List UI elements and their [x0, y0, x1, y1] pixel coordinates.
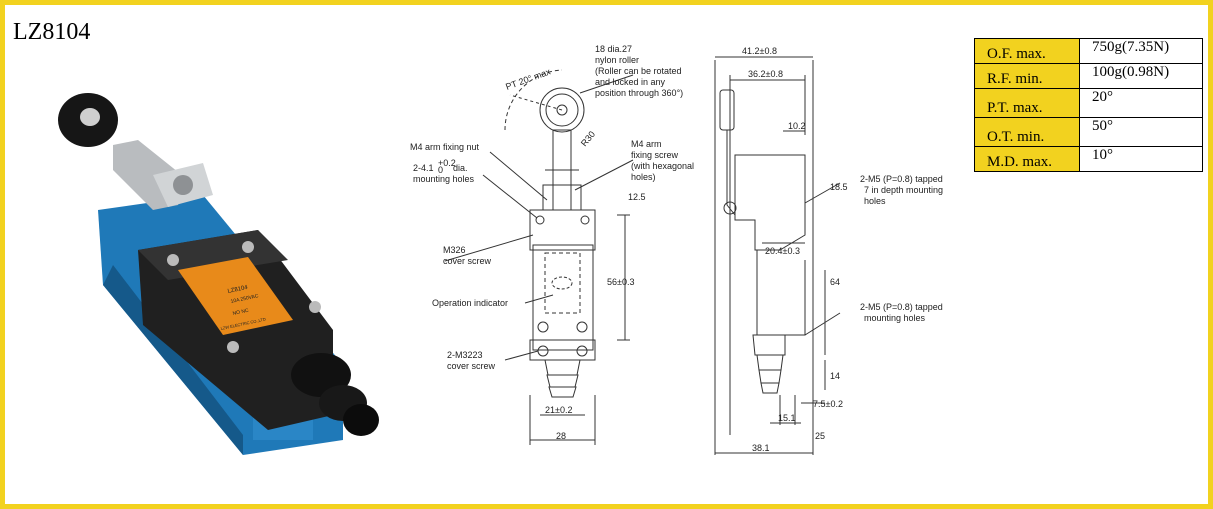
callout-m4-screw-1: M4 arm	[631, 139, 662, 149]
dim-10-2: 10.2	[788, 121, 806, 131]
callout-operation-indicator: Operation indicator	[432, 298, 508, 308]
callout-tol-1: +0.2	[438, 158, 456, 168]
spec-value: 20°	[1079, 88, 1203, 118]
spec-key: P.T. max.	[974, 88, 1080, 118]
callout-holes-1: 2-4.1	[413, 163, 434, 173]
plate-text-2: 10A 250VAC	[230, 293, 259, 305]
callout-m5-5: mounting holes	[864, 313, 926, 323]
spec-row: M.D. max.10°	[974, 146, 1203, 172]
callout-m5-3: holes	[864, 196, 886, 206]
callout-m4-nut: M4 arm fixing nut	[410, 142, 480, 152]
spec-row: P.T. max.20°	[974, 88, 1203, 118]
technical-drawing: 18 dia.27 nylon roller (Roller can be ro…	[410, 44, 943, 455]
callout-m4-screw-2: fixing screw	[631, 150, 679, 160]
dim-28: 28	[556, 431, 566, 441]
callout-holes-1b: dia.	[453, 163, 468, 173]
product-photo: LZ8104 10A 250VAC NO NC LZW ELECTRIC CO.…	[58, 93, 379, 455]
callout-pt: PT 20° max	[504, 66, 552, 92]
dim-25: 25	[815, 431, 825, 441]
spec-key: M.D. max.	[974, 146, 1080, 172]
dim-12-5: 12.5	[628, 192, 646, 202]
spec-value: 10°	[1079, 146, 1203, 172]
callout-roller-3: (Roller can be rotated	[595, 66, 682, 76]
dim-7-5: 7.5±0.2	[813, 399, 843, 409]
callout-m3223-1: 2-M3223	[447, 350, 483, 360]
callout-tol-2: 0	[438, 165, 443, 175]
spec-row: O.F. max.750g(7.35N)	[974, 38, 1203, 64]
dim-15-1: 15.1	[778, 413, 796, 423]
model-title: LZ8104	[13, 19, 91, 45]
spec-table: O.F. max.750g(7.35N) R.F. min.100g(0.98N…	[974, 38, 1203, 172]
callout-roller-2: nylon roller	[595, 55, 639, 65]
callout-m4-screw-3: (with hexagonal	[631, 161, 694, 171]
dim-14: 14	[830, 371, 840, 381]
dim-64: 64	[830, 277, 840, 287]
dim-38-1: 38.1	[752, 443, 770, 453]
dim-36-2: 36.2±0.8	[748, 69, 783, 79]
spec-value: 50°	[1079, 117, 1203, 147]
dim-21: 21±0.2	[545, 405, 572, 415]
spec-value: 100g(0.98N)	[1079, 63, 1203, 89]
plate-text-3: NO NC	[232, 308, 249, 317]
dim-56: 56±0.3	[607, 277, 634, 287]
callout-holes-2: mounting holes	[413, 174, 475, 184]
callout-roller-5: position through 360°)	[595, 88, 683, 98]
callout-roller-4: and locked in any	[595, 77, 666, 87]
dim-41-2: 41.2±0.8	[742, 46, 777, 56]
spec-row: O.T. min.50°	[974, 117, 1203, 147]
spec-row: R.F. min.100g(0.98N)	[974, 63, 1203, 89]
plate-text-1: LZ8104	[227, 285, 249, 295]
callout-m326-2: cover screw	[443, 256, 492, 266]
callout-m5-4: 2-M5 (P=0.8) tapped	[860, 302, 943, 312]
spec-value: 750g(7.35N)	[1079, 38, 1203, 64]
spec-key: O.F. max.	[974, 38, 1080, 64]
spec-key: O.T. min.	[974, 117, 1080, 147]
callout-m326-1: M326	[443, 245, 466, 255]
callout-m5-1: 2-M5 (P=0.8) tapped	[860, 174, 943, 184]
callout-roller-1: 18 dia.27	[595, 44, 632, 54]
dim-20-4: 20.4±0.3	[765, 246, 800, 256]
dim-18-5: 18.5	[830, 182, 848, 192]
callout-r30: R30	[579, 129, 597, 148]
spec-key: R.F. min.	[974, 63, 1080, 89]
callout-m5-2: 7 in depth mounting	[864, 185, 943, 195]
callout-m3223-2: cover screw	[447, 361, 496, 371]
callout-m4-screw-4: holes)	[631, 172, 656, 182]
